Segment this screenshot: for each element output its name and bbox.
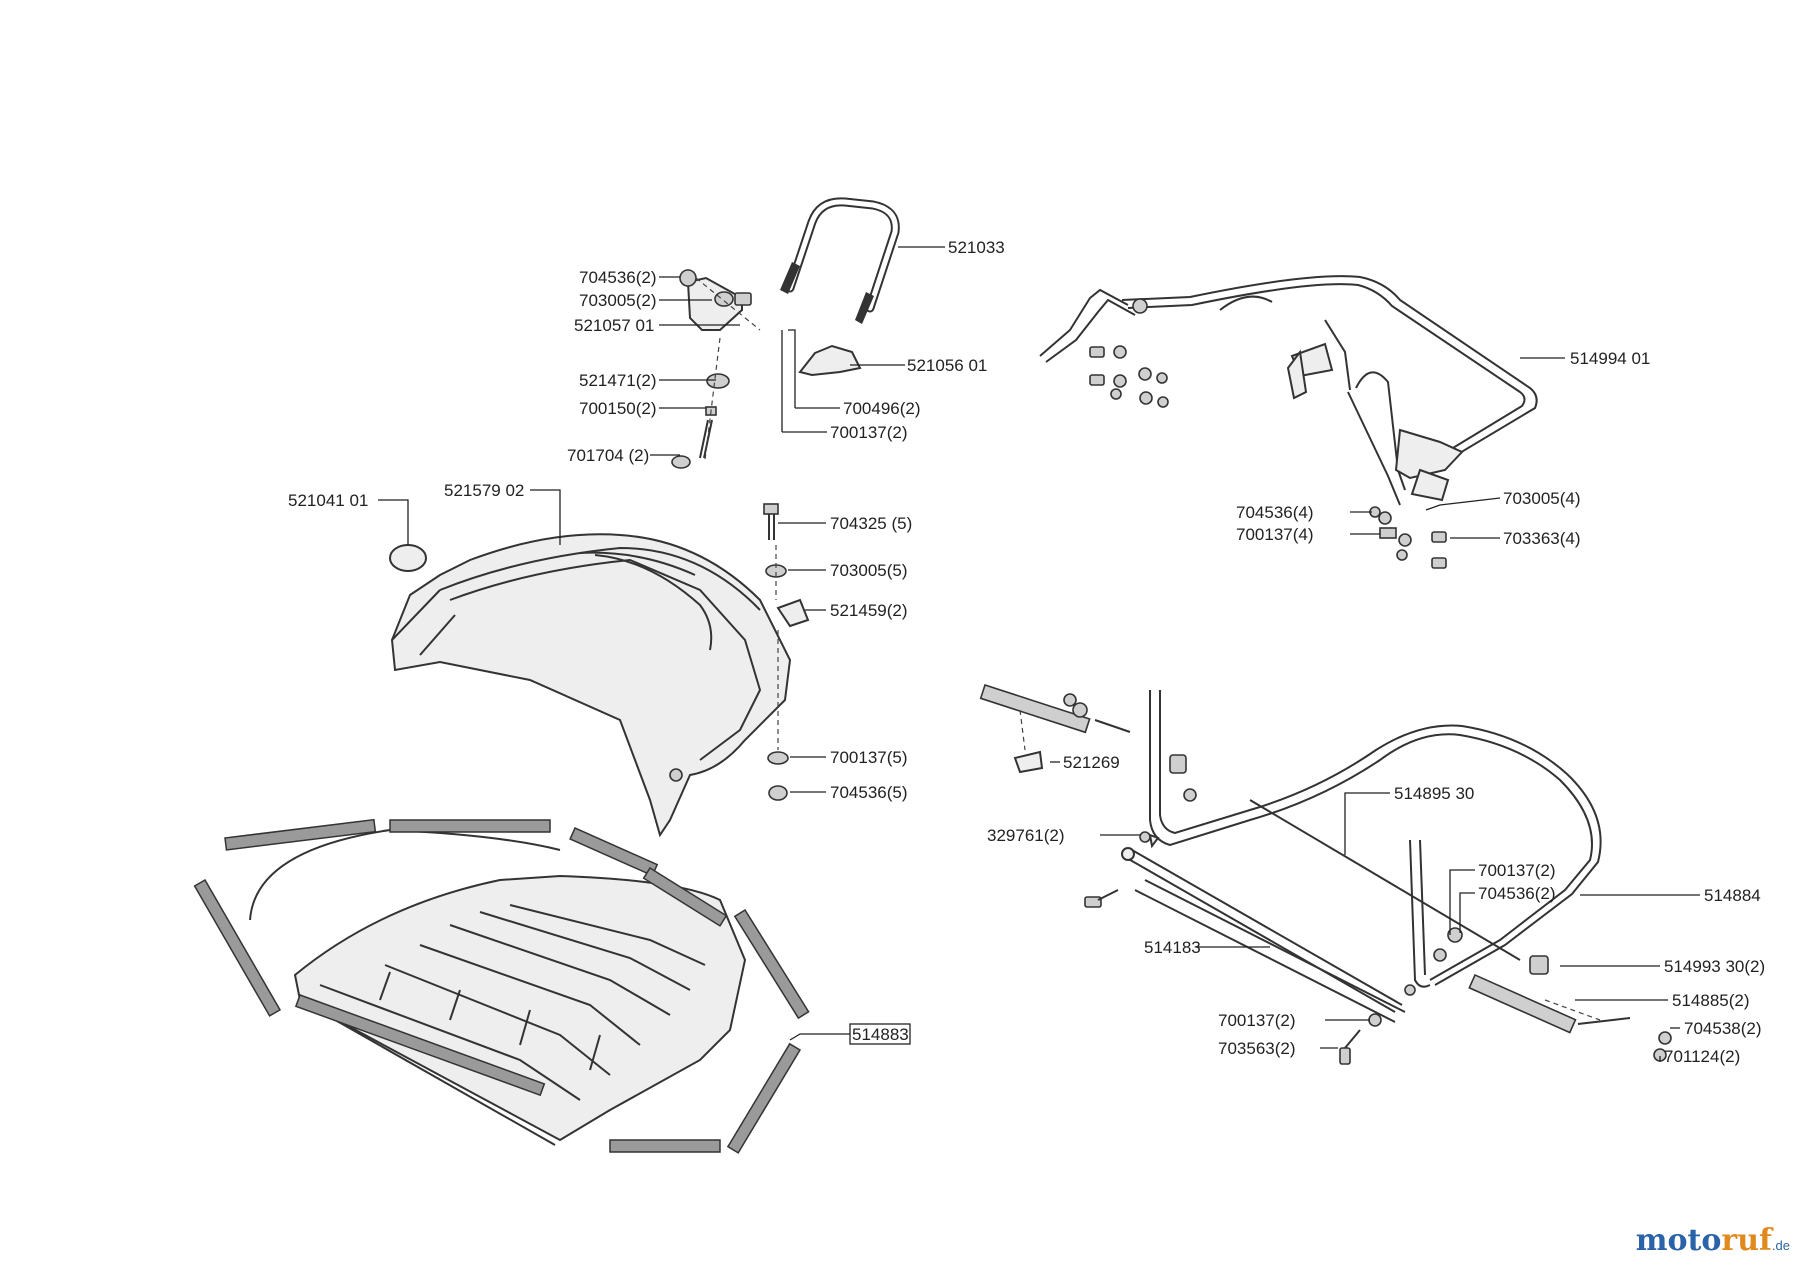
frame-514994-bolts bbox=[1089, 345, 1447, 569]
label-700496: 700496(2) bbox=[843, 399, 921, 418]
label-521056: 521056 01 bbox=[907, 356, 987, 375]
basket-rails bbox=[193, 818, 810, 1154]
label-514883: 514883 bbox=[852, 1025, 909, 1044]
label-700137-4: 700137(4) bbox=[1236, 525, 1314, 544]
label-703005-5: 703005(5) bbox=[830, 561, 908, 580]
part-labels: 521033 704536(2) 703005(2) 521057 01 521… bbox=[288, 238, 1765, 1066]
watermark-logo: motoruf.de bbox=[1636, 1223, 1790, 1258]
label-700137-2b: 700137(2) bbox=[1478, 861, 1556, 880]
label-703563: 703563(2) bbox=[1218, 1039, 1296, 1058]
label-514895: 514895 30 bbox=[1394, 784, 1474, 803]
label-514885: 514885(2) bbox=[1672, 991, 1750, 1010]
label-521057: 521057 01 bbox=[574, 316, 654, 335]
watermark-part3: .de bbox=[1771, 1238, 1790, 1253]
label-521033: 521033 bbox=[948, 238, 1005, 257]
label-521269: 521269 bbox=[1063, 753, 1120, 772]
label-514883-box bbox=[849, 1023, 911, 1045]
label-704536-2a: 704536(2) bbox=[579, 268, 657, 287]
label-701704: 701704 (2) bbox=[567, 446, 649, 465]
label-704538: 704538(2) bbox=[1684, 1019, 1762, 1038]
label-514994: 514994 01 bbox=[1570, 349, 1650, 368]
label-700150: 700150(2) bbox=[579, 399, 657, 418]
label-704536-4: 704536(4) bbox=[1236, 503, 1314, 522]
label-700137-5: 700137(5) bbox=[830, 748, 908, 767]
label-704536-2b: 704536(2) bbox=[1478, 884, 1556, 903]
label-514993: 514993 30(2) bbox=[1664, 957, 1765, 976]
frame-514994 bbox=[1039, 275, 1538, 506]
label-700137-2c: 700137(2) bbox=[1218, 1011, 1296, 1030]
basket-514883 bbox=[249, 828, 747, 1146]
label-703363: 703363(4) bbox=[1503, 529, 1581, 548]
label-703005-2: 703005(2) bbox=[579, 291, 657, 310]
leader-lines bbox=[378, 246, 1700, 1062]
cover-fasteners bbox=[763, 503, 810, 801]
label-704536-5: 704536(5) bbox=[830, 783, 908, 802]
label-514884: 514884 bbox=[1704, 886, 1761, 905]
cover-521579 bbox=[390, 533, 792, 838]
cap-521041 bbox=[389, 544, 427, 572]
label-521041: 521041 01 bbox=[288, 491, 368, 510]
watermark-part1: moto bbox=[1635, 1223, 1722, 1258]
gas-struts bbox=[979, 683, 1631, 1034]
label-701124: 701124(2) bbox=[1664, 1047, 1740, 1066]
label-704325: 704325 (5) bbox=[830, 514, 912, 533]
frame-514884 bbox=[1084, 690, 1672, 1065]
handle-bar-521033 bbox=[780, 197, 900, 324]
watermark-part2: ruf bbox=[1721, 1223, 1772, 1258]
axle-514183 bbox=[1121, 833, 1403, 1013]
label-514183: 514183 bbox=[1144, 938, 1201, 957]
handle-small-parts bbox=[671, 269, 862, 469]
label-521459: 521459(2) bbox=[830, 601, 908, 620]
label-521471: 521471(2) bbox=[579, 371, 657, 390]
label-521579: 521579 02 bbox=[444, 481, 524, 500]
label-703005-4: 703005(4) bbox=[1503, 489, 1581, 508]
label-329761: 329761(2) bbox=[987, 826, 1065, 845]
label-700137-2a: 700137(2) bbox=[830, 423, 908, 442]
